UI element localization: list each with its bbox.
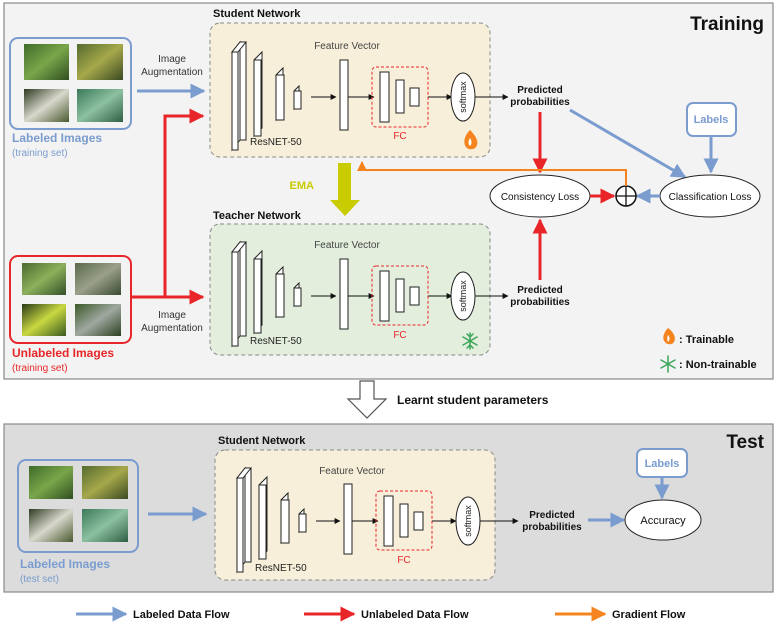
fc-box xyxy=(375,490,433,551)
unlabeled-images-sub: (training set) xyxy=(12,363,68,374)
unlabeled-to-student-arrow xyxy=(142,108,205,299)
ema-label: EMA xyxy=(290,180,315,192)
fc-label: FC xyxy=(393,330,406,341)
labeled-images-box xyxy=(9,37,132,130)
sum-node xyxy=(615,185,637,207)
labeled-images-sub: (training set) xyxy=(12,148,68,159)
leaf-image xyxy=(82,509,128,542)
feature-vector-label: Feature Vector xyxy=(314,41,380,52)
labels-text: Labels xyxy=(694,114,729,126)
feature-vector-label: Feature Vector xyxy=(319,466,385,477)
feature-vector-bar xyxy=(339,59,349,131)
aug-bot-label-2: Augmentation xyxy=(141,323,203,334)
softmax-label: softmax xyxy=(458,280,468,312)
resnet-blocks xyxy=(235,466,307,574)
feature-vector-label: Feature Vector xyxy=(314,240,380,251)
snowflake-icon xyxy=(462,332,478,350)
resnet-label: ResNET-50 xyxy=(250,137,302,148)
fc-layers xyxy=(379,270,420,322)
test-labeled-images-box xyxy=(17,459,139,553)
legend-unlabeled-text: Unlabeled Data Flow xyxy=(361,609,469,621)
snowflake-icon xyxy=(660,355,676,373)
fc-label: FC xyxy=(393,131,406,142)
legend-labeled-text: Labeled Data Flow xyxy=(133,609,230,621)
unlabeled-images-box xyxy=(9,255,132,344)
feature-vector-bar xyxy=(339,258,349,330)
resnet-blocks xyxy=(230,40,302,152)
pred-student-2: probabilities xyxy=(510,97,570,108)
test-title: Test xyxy=(726,432,764,453)
leaf-image xyxy=(29,466,73,499)
accuracy-label: Accuracy xyxy=(640,515,686,527)
unlabeled-images-caption: Unlabeled Images xyxy=(12,346,114,360)
test-pred-2: probabilities xyxy=(522,522,582,533)
student-network-box xyxy=(209,22,491,158)
leaf-image xyxy=(22,304,66,336)
fc-box xyxy=(371,265,429,326)
flame-icon xyxy=(464,130,478,150)
leaf-image xyxy=(22,263,66,295)
training-title: Training xyxy=(690,14,764,35)
test-pred-1: Predicted xyxy=(529,510,575,521)
leaf-image xyxy=(75,263,121,295)
leaf-image xyxy=(77,89,123,122)
ema-arrow xyxy=(330,163,360,216)
aug-top-label-2: Augmentation xyxy=(141,67,203,78)
leaf-image xyxy=(29,509,73,542)
leaf-image xyxy=(24,44,69,80)
pred-teacher-2: probabilities xyxy=(510,297,570,308)
fc-label: FC xyxy=(397,555,410,566)
non-trainable-label: : Non-trainable xyxy=(679,359,757,371)
resnet-label: ResNET-50 xyxy=(250,336,302,347)
leaf-image xyxy=(77,44,123,80)
test-student-title: Student Network xyxy=(218,435,306,447)
fc-layers xyxy=(383,495,424,547)
feature-vector-bar xyxy=(343,483,353,555)
accuracy-node xyxy=(624,499,702,541)
legend-gradient-text: Gradient Flow xyxy=(612,609,686,621)
student-network-title: Student Network xyxy=(213,8,301,20)
trainable-label: : Trainable xyxy=(679,334,734,346)
pred-student-1: Predicted xyxy=(517,85,563,96)
pred-teacher-1: Predicted xyxy=(517,285,563,296)
test-labeled-caption: Labeled Images xyxy=(20,557,110,571)
consistency-loss-label: Consistency Loss xyxy=(501,192,579,203)
resnet-blocks xyxy=(230,240,302,348)
labeled-images-caption: Labeled Images xyxy=(12,131,102,145)
resnet-label: ResNET-50 xyxy=(255,563,307,574)
aug-bot-label-1: Image xyxy=(158,310,186,321)
aug-top-label-1: Image xyxy=(158,54,186,65)
fc-layers xyxy=(379,71,420,123)
leaf-image xyxy=(82,466,128,499)
test-student-network-box xyxy=(214,449,496,581)
transfer-label: Learnt student parameters xyxy=(397,393,549,407)
teacher-network-box xyxy=(209,223,491,356)
softmax-label: softmax xyxy=(463,505,473,537)
softmax-label: softmax xyxy=(458,81,468,113)
test-labeled-sub: (test set) xyxy=(20,574,59,585)
leaf-image xyxy=(24,89,69,122)
test-labels-text: Labels xyxy=(645,458,680,470)
student-to-classification-arrow xyxy=(569,108,687,179)
classification-loss-label: Classification Loss xyxy=(669,192,752,203)
teacher-network-title: Teacher Network xyxy=(213,210,302,222)
transfer-arrow xyxy=(346,380,388,419)
gradient-flow-arrow xyxy=(357,161,627,186)
flame-icon xyxy=(663,328,675,345)
leaf-image xyxy=(75,304,121,336)
